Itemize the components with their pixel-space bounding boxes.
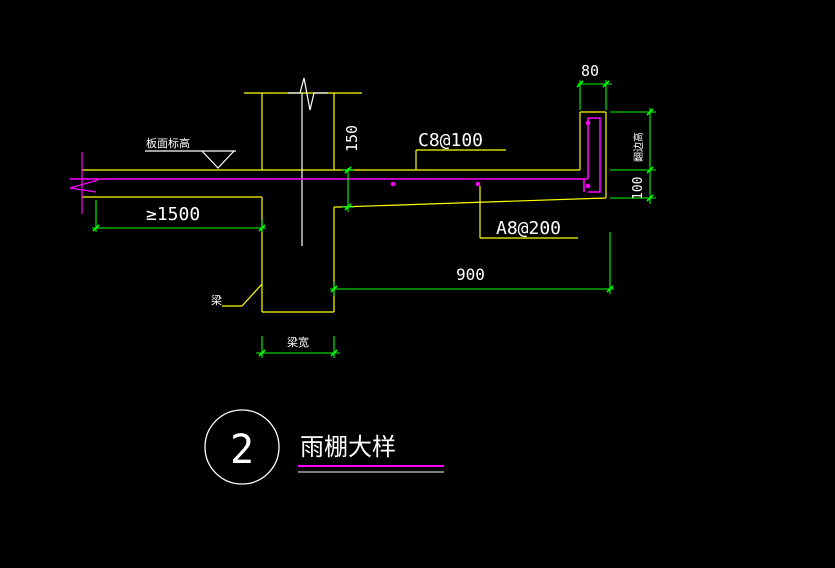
title-number: 2 bbox=[230, 427, 254, 473]
rebar bbox=[70, 117, 601, 193]
beam-label: 梁 bbox=[211, 293, 222, 307]
dimension-ticks bbox=[92, 80, 654, 357]
dim-slab-thickness: 150 bbox=[343, 125, 361, 152]
left-break-mark bbox=[69, 152, 99, 214]
title-text: 雨棚大样 bbox=[300, 433, 396, 461]
rebar-top-label: C8@100 bbox=[418, 130, 483, 151]
floor-level-note: 板面标高 bbox=[146, 136, 190, 150]
break-mark bbox=[288, 77, 328, 246]
edge-height-note: 翻边高 bbox=[632, 132, 645, 162]
dim-edge-height: 100 bbox=[631, 177, 646, 200]
dim-cantilever: 900 bbox=[456, 265, 485, 284]
dimension-lines bbox=[92, 80, 656, 358]
dim-top-width: 80 bbox=[581, 62, 599, 80]
floor-level-symbol bbox=[145, 150, 236, 169]
dim-min-length: ≥1500 bbox=[146, 204, 200, 225]
rebar-dist-label: A8@200 bbox=[496, 218, 561, 239]
beam-width-label: 梁宽 bbox=[287, 335, 309, 349]
title-number-circle bbox=[204, 409, 280, 485]
title-block: 2 雨棚大样 bbox=[204, 409, 444, 485]
